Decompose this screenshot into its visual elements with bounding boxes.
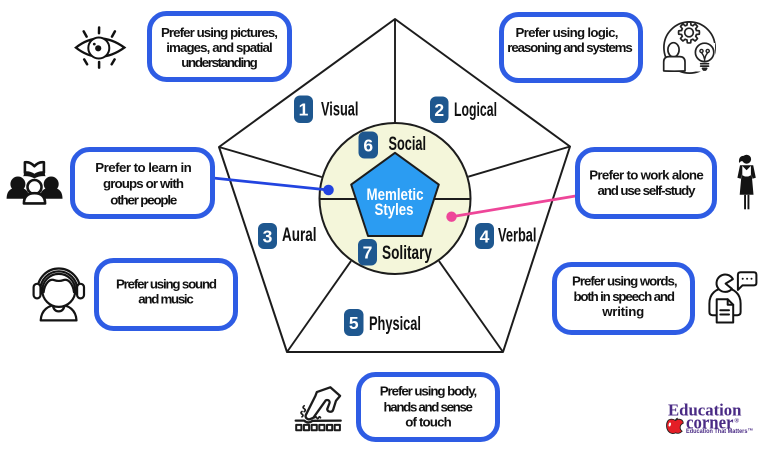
svg-text:images, and spatial: images, and spatial	[166, 40, 273, 55]
svg-text:Styles: Styles	[375, 201, 414, 219]
svg-text:Prefer using pictures,: Prefer using pictures,	[161, 25, 278, 40]
svg-text:2: 2	[434, 100, 444, 120]
svg-text:4: 4	[480, 226, 490, 246]
svg-text:Education: Education	[668, 400, 742, 419]
svg-text:5: 5	[349, 313, 359, 333]
svg-text:1: 1	[299, 100, 309, 120]
svg-text:and music: and music	[138, 292, 194, 307]
svg-text:Solitary: Solitary	[382, 243, 432, 264]
svg-text:Visual: Visual	[321, 100, 359, 121]
svg-text:3: 3	[263, 226, 273, 246]
svg-text:Social: Social	[389, 134, 427, 155]
svg-text:Prefer using words,: Prefer using words,	[572, 274, 678, 289]
svg-text:Memletic: Memletic	[367, 186, 424, 204]
svg-text:Prefer to work alone: Prefer to work alone	[589, 167, 704, 182]
svg-text:Logical: Logical	[454, 100, 497, 121]
svg-text:other people: other people	[110, 193, 177, 208]
svg-text:groups or with: groups or with	[103, 176, 184, 191]
svg-text:of touch: of touch	[405, 415, 452, 430]
svg-text:and use self-study: and use self-study	[598, 183, 697, 198]
svg-text:Prefer to learn in: Prefer to learn in	[95, 160, 192, 175]
svg-text:reasoning and systems: reasoning and systems	[507, 40, 633, 55]
svg-text:Prefer using sound: Prefer using sound	[116, 277, 217, 292]
svg-text:Physical: Physical	[369, 314, 421, 335]
svg-text:corner: corner	[686, 412, 734, 433]
svg-text:6: 6	[363, 135, 373, 155]
svg-text:Education That Matters™: Education That Matters™	[686, 428, 753, 435]
svg-text:Prefer using logic,: Prefer using logic,	[516, 25, 619, 40]
svg-text:understanding: understanding	[181, 55, 258, 70]
svg-text:both in speech and: both in speech and	[573, 289, 675, 304]
svg-text:writing: writing	[601, 304, 644, 319]
svg-text:®: ®	[734, 418, 739, 425]
svg-text:7: 7	[363, 243, 373, 263]
svg-text:hands and sense: hands and sense	[383, 400, 473, 415]
svg-text:Verbal: Verbal	[498, 226, 537, 247]
svg-text:Aural: Aural	[282, 225, 317, 246]
svg-text:Prefer using body,: Prefer using body,	[380, 384, 478, 399]
